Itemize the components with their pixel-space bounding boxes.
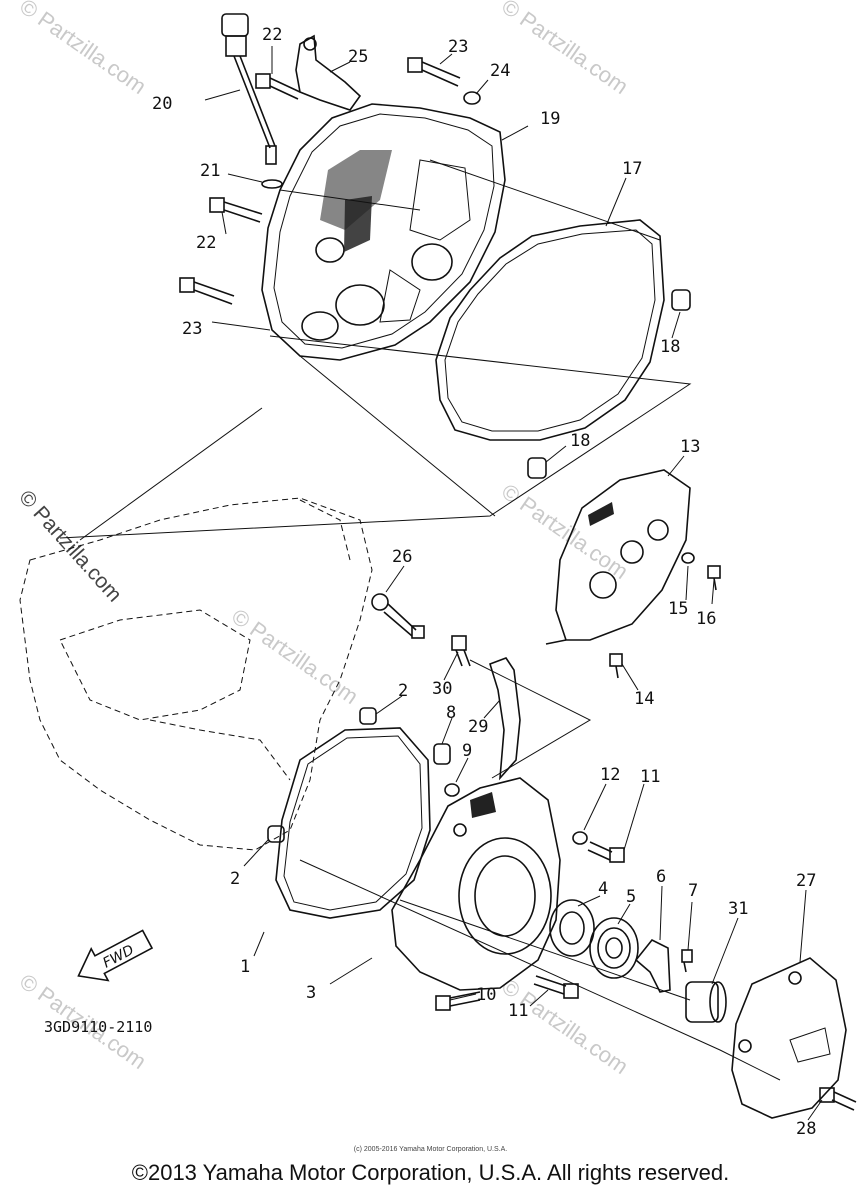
forward-arrow: FWD (77, 929, 154, 982)
washer (463, 91, 481, 105)
bolt (587, 841, 625, 863)
callout-22: 22 (262, 25, 282, 45)
generator-cover (731, 957, 847, 1119)
sprocket-cover (555, 469, 691, 641)
fwd-label: FWD (100, 942, 137, 972)
callout-7: 7 (688, 881, 698, 901)
bolt (255, 73, 301, 100)
leader-lines (204, 46, 823, 1121)
callout-27: 27 (796, 871, 816, 891)
watermark: © Partzilla.com (497, 479, 633, 585)
callout-2: 2 (398, 681, 408, 701)
watermark: © Partzilla.com (14, 486, 126, 607)
screw (681, 949, 693, 973)
callout-28: 28 (796, 1119, 816, 1139)
callout-30: 30 (432, 679, 452, 699)
copyright-main: ©2013 Yamaha Motor Corporation, U.S.A. A… (131, 1160, 730, 1185)
callout-8: 8 (446, 703, 456, 723)
crankcase-cover-gasket (275, 727, 431, 919)
bolt (609, 653, 623, 679)
clutch-cover-group (59, 13, 692, 541)
callout-23: 23 (182, 319, 202, 339)
callout-6: 6 (656, 867, 666, 887)
o-ring (261, 179, 283, 189)
bolt (209, 197, 263, 223)
dowel-pin (267, 825, 285, 843)
clutch-cover-gasket (435, 219, 665, 441)
bearing (589, 917, 639, 979)
crankcase-cover-group: FWD 3GD9110-2110 (44, 469, 857, 1119)
oil-dipstick (221, 13, 277, 165)
callout-21: 21 (200, 161, 220, 181)
crankcase-outline (19, 497, 373, 851)
bolt (435, 991, 481, 1011)
collar (685, 981, 727, 1023)
callout-24: 24 (490, 61, 510, 81)
copyright-small: (c) 2005-2016 Yamaha Motor Corporation, … (353, 1146, 508, 1153)
drain-plug (433, 743, 451, 765)
callout-16: 16 (696, 609, 716, 629)
callout-4: 4 (598, 879, 608, 899)
callout-14: 14 (634, 689, 654, 709)
bolt (179, 277, 235, 305)
washer (572, 831, 588, 845)
o-ring (444, 783, 460, 797)
watermark: © Partzilla.com (497, 0, 633, 99)
callout-10: 10 (476, 985, 496, 1005)
bolt (371, 593, 425, 639)
callout-29: 29 (468, 717, 488, 737)
watermark: © Partzilla.com (497, 974, 633, 1080)
bolt (707, 565, 721, 591)
callout-labels: 20 22 25 23 24 19 21 17 22 23 18 18 13 2… (152, 25, 816, 1139)
exploded-parts-diagram: © Partzilla.com © Partzilla.com © Partzi… (14, 0, 857, 1139)
diagram-code: 3GD9110-2110 (44, 1018, 152, 1036)
dowel-pin (671, 289, 691, 311)
callout-5: 5 (626, 887, 636, 907)
callout-18: 18 (660, 337, 680, 357)
bolt (407, 57, 461, 87)
chain-guide (489, 657, 521, 781)
callout-15: 15 (668, 599, 688, 619)
dowel-pin (527, 457, 547, 479)
callout-11: 11 (508, 1001, 528, 1021)
callout-22: 22 (196, 233, 216, 253)
callout-13: 13 (680, 437, 700, 457)
callout-25: 25 (348, 47, 368, 67)
crankcase-cover (391, 777, 561, 991)
callout-17: 17 (622, 159, 642, 179)
callout-9: 9 (462, 741, 472, 761)
callout-11: 11 (640, 767, 660, 787)
callout-1: 1 (240, 957, 250, 977)
callout-23: 23 (448, 37, 468, 57)
watermark: © Partzilla.com (15, 0, 151, 99)
callout-18: 18 (570, 431, 590, 451)
callout-3: 3 (306, 983, 316, 1003)
callout-2: 2 (230, 869, 240, 889)
washer (681, 552, 695, 564)
retainer-plate (634, 938, 671, 993)
callout-26: 26 (392, 547, 412, 567)
callout-12: 12 (600, 765, 620, 785)
callout-20: 20 (152, 94, 172, 114)
dowel-pin (359, 707, 377, 725)
callout-31: 31 (728, 899, 748, 919)
clutch-cover (261, 103, 506, 361)
bolt (451, 635, 471, 667)
oil-seal (549, 899, 595, 957)
watermark: © Partzilla.com (227, 604, 363, 710)
bolt (819, 1087, 857, 1111)
callout-19: 19 (540, 109, 560, 129)
bolt (533, 975, 579, 999)
